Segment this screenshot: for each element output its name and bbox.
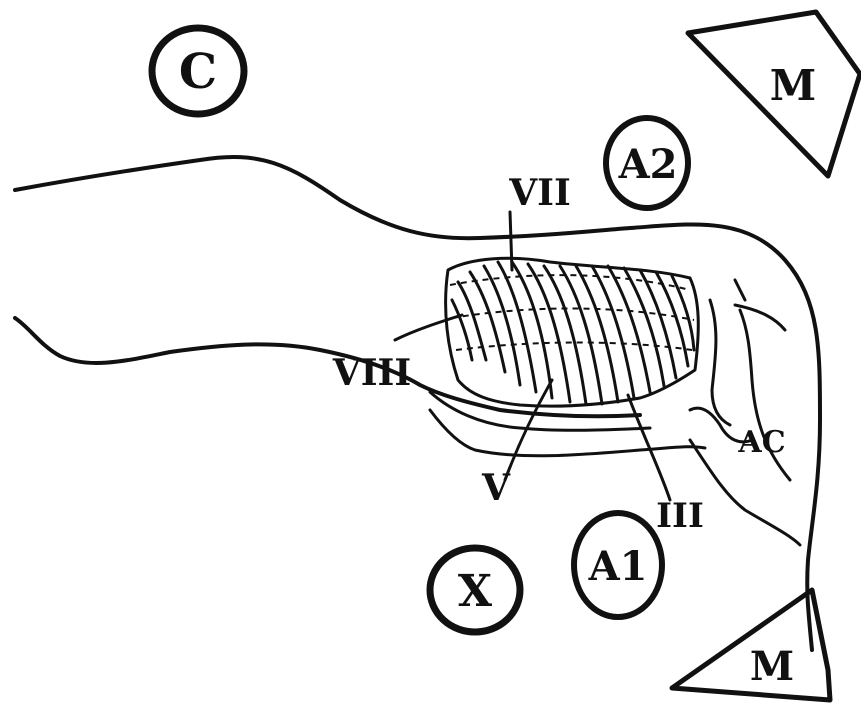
hatched-region — [446, 258, 699, 406]
ac-region: AC — [690, 280, 790, 480]
block-m-top-label: M — [770, 61, 817, 110]
circle-c: C — [152, 28, 244, 114]
label-viii: VIII — [332, 315, 462, 394]
circle-a1-label: A1 — [588, 543, 648, 590]
circle-x: X — [430, 548, 520, 632]
ac-label: AC — [737, 425, 785, 460]
block-m-bottom-label: M — [750, 643, 794, 690]
circle-a2-label: A2 — [618, 141, 678, 188]
label-iii-text: III — [656, 496, 704, 536]
circle-x-label: X — [458, 566, 493, 617]
circle-a1: A1 — [574, 513, 662, 617]
upper-outline — [15, 157, 820, 650]
label-vii-text: VII — [508, 172, 571, 214]
block-m-top: M — [688, 12, 860, 176]
circle-a2: A2 — [606, 118, 688, 208]
circle-c-label: C — [179, 44, 217, 100]
label-vii: VII — [508, 172, 571, 270]
label-viii-text: VIII — [332, 352, 411, 394]
